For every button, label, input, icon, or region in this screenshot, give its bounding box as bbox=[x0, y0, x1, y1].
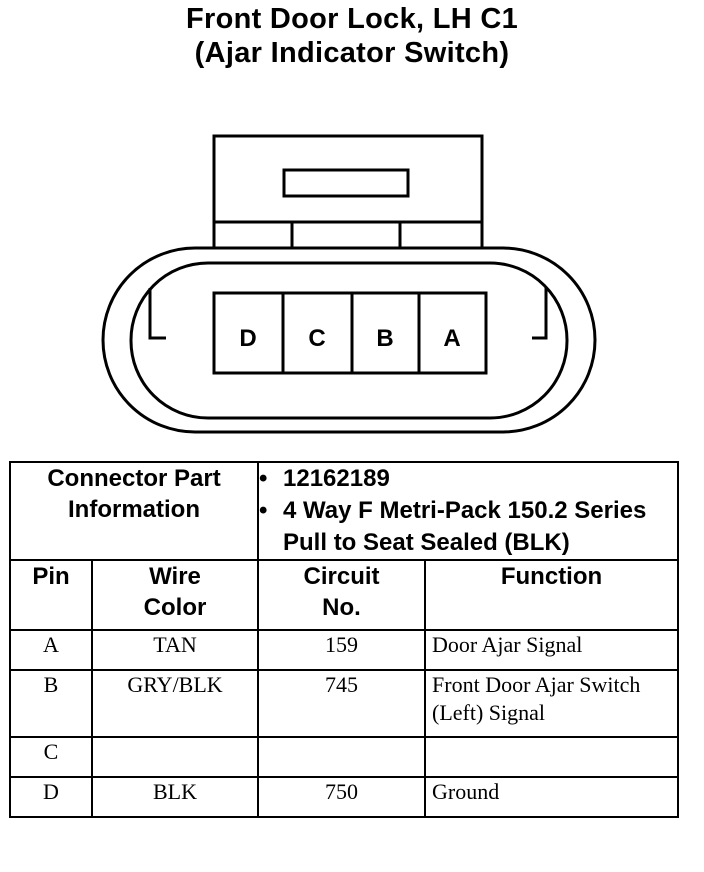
part-info-row: Connector Part Information 12162189 4 Wa… bbox=[8, 461, 680, 561]
part-info-value-cell: 12162189 4 Way F Metri-Pack 150.2 Series… bbox=[257, 461, 680, 561]
cell-pin: D bbox=[9, 776, 93, 818]
cell-pin: A bbox=[9, 629, 93, 671]
cell-wire-color: GRY/BLK bbox=[90, 669, 260, 738]
column-header-function: Function bbox=[424, 559, 680, 631]
part-info-list: 12162189 4 Way F Metri-Pack 150.2 Series… bbox=[259, 463, 677, 559]
cell-wire-color: BLK bbox=[90, 776, 260, 818]
pin-label-a: A bbox=[443, 325, 460, 352]
cell-function: Front Door Ajar Switch (Left) Signal bbox=[424, 669, 680, 738]
diagram-title: Front Door Lock, LH C1 (Ajar Indicator S… bbox=[0, 2, 704, 70]
column-header-circuit: Circuit No. bbox=[257, 559, 427, 631]
part-description: 4 Way F Metri-Pack 150.2 Series Pull to … bbox=[259, 495, 677, 559]
column-header-circuit-line-1: Circuit bbox=[303, 563, 380, 590]
cell-pin: C bbox=[9, 736, 93, 778]
column-header-function-text: Function bbox=[500, 563, 603, 590]
cell-circuit: 750 bbox=[257, 776, 427, 818]
connector-left-key bbox=[148, 288, 166, 340]
part-number: 12162189 bbox=[259, 463, 677, 495]
pin-label-b: B bbox=[376, 325, 393, 352]
column-header-pin-text: Pin bbox=[32, 563, 70, 590]
cell-circuit bbox=[257, 736, 427, 778]
title-line-1: Front Door Lock, LH C1 bbox=[185, 3, 519, 35]
cell-pin: B bbox=[9, 669, 93, 738]
column-header-row: Pin Wire Color Circuit No. Function bbox=[9, 559, 680, 631]
cell-function: Door Ajar Signal bbox=[424, 629, 680, 671]
column-header-wire-color-line-2: Color bbox=[143, 594, 207, 621]
part-info-label-cell: Connector Part Information bbox=[8, 461, 260, 561]
column-header-pin: Pin bbox=[9, 559, 93, 631]
pin-label-d: D bbox=[239, 325, 256, 352]
cell-function: Ground bbox=[424, 776, 680, 818]
cell-function bbox=[424, 736, 680, 778]
cell-circuit: 159 bbox=[257, 629, 427, 671]
table-row: A TAN 159 Door Ajar Signal bbox=[9, 629, 680, 671]
title-line-2: (Ajar Indicator Switch) bbox=[194, 37, 510, 69]
pin-label-c: C bbox=[308, 325, 325, 352]
pin-cavity-a bbox=[417, 291, 488, 375]
table-row: C bbox=[9, 736, 680, 778]
column-header-wire-color-line-1: Wire bbox=[149, 563, 201, 590]
pinout-table: Connector Part Information 12162189 4 Wa… bbox=[8, 461, 680, 818]
cell-wire-color bbox=[90, 736, 260, 778]
column-header-wire-color: Wire Color bbox=[90, 559, 260, 631]
table-row: D BLK 750 Ground bbox=[9, 776, 680, 818]
table-row: B GRY/BLK 745 Front Door Ajar Switch (Le… bbox=[9, 669, 680, 738]
pin-cavity-b bbox=[350, 291, 421, 375]
column-header-circuit-line-2: No. bbox=[322, 594, 361, 621]
part-info-label-line-1: Connector Part bbox=[47, 465, 221, 492]
pin-cavity-c bbox=[281, 291, 354, 375]
connector-right-key bbox=[532, 288, 548, 340]
cell-circuit: 745 bbox=[257, 669, 427, 738]
connector-inner-shell bbox=[129, 261, 569, 420]
connector-latch bbox=[212, 134, 484, 250]
cell-wire-color: TAN bbox=[90, 629, 260, 671]
connector-face-diagram: D C B A bbox=[101, 134, 597, 434]
part-info-label-line-2: Information bbox=[68, 496, 200, 523]
pin-cavities bbox=[212, 291, 488, 375]
